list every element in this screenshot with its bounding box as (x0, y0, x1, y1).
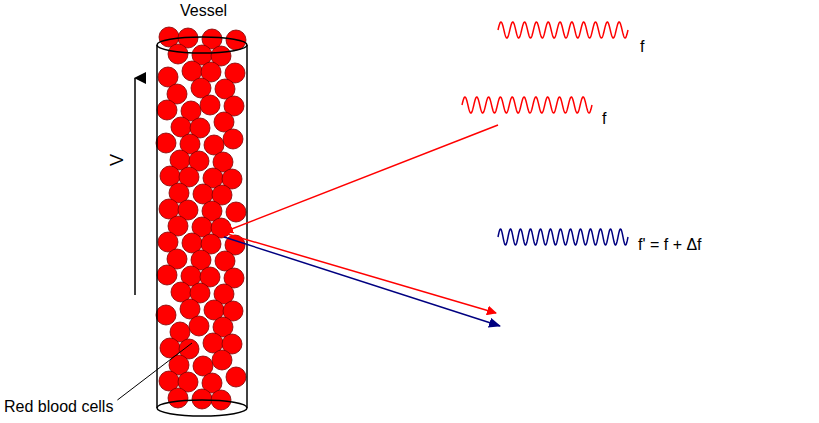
text-label: f (640, 38, 644, 56)
text-label: f (602, 110, 606, 128)
wave-emitted (498, 22, 628, 38)
red-blood-cell (156, 305, 176, 325)
part-label: Red blood cells (4, 398, 113, 416)
velocity-label: V (108, 154, 128, 166)
reflected-beam (224, 233, 496, 313)
red-blood-cell (226, 202, 246, 222)
leader-line (117, 343, 192, 400)
red-blood-cell (212, 350, 232, 370)
red-blood-cells (156, 27, 246, 410)
vessel-end (157, 400, 247, 416)
wave-reflected (462, 97, 592, 113)
text-label: Vessel (180, 2, 227, 20)
vessel-wall (156, 45, 158, 408)
wave-shifted (498, 229, 628, 245)
red-blood-cell (189, 316, 209, 336)
red-blood-cell (168, 44, 188, 64)
red-blood-cell (192, 389, 212, 409)
incident-beam (224, 125, 498, 232)
red-blood-cell (157, 265, 177, 285)
red-blood-cell (226, 367, 246, 387)
velocity-arrow (134, 78, 136, 295)
text-label: f' = f + Δf (638, 236, 702, 254)
red-blood-cell (156, 133, 176, 153)
vessel-end (157, 37, 247, 53)
red-blood-cell (168, 388, 188, 408)
red-blood-cell (223, 129, 243, 149)
shifted-beam (224, 237, 500, 326)
red-blood-cell (200, 95, 220, 115)
vessel-wall (246, 45, 248, 408)
red-blood-cell (157, 100, 177, 120)
